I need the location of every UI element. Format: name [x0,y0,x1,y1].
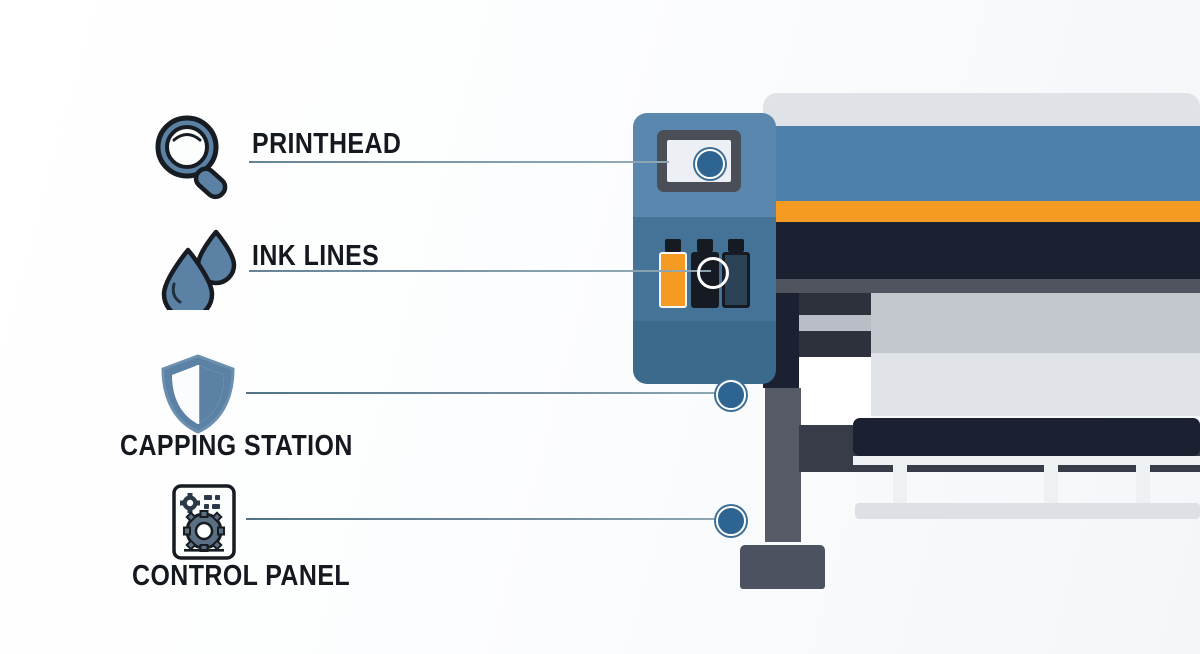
ink-bottle-body-orange [659,252,687,308]
rail-post-3 [1136,456,1150,504]
rail-top [853,456,1200,465]
printer-leg-lower [765,388,801,542]
callout-label-capping-station: CAPPING STATION [120,430,353,462]
rail-bottom [855,503,1200,519]
leader-line-ink-lines [249,270,711,272]
magnifier-icon [155,115,228,200]
connector-dot-capping-station[interactable] [716,380,746,410]
rail-post-2 [1044,456,1058,504]
printer-tower-bottom [633,321,776,384]
frame-block-2 [799,315,871,331]
callout-label-printhead: PRINTHEAD [252,128,402,160]
deck-band-gray-strip [763,279,1200,293]
deck-band-blue [763,126,1200,201]
printer-foot [740,545,825,589]
rail-post-1 [893,456,907,504]
leader-line-control-panel [246,518,718,520]
media-roll-upper [871,293,1200,353]
control-panel-icon [172,484,236,560]
callout-label-control-panel: CONTROL PANEL [132,560,351,592]
deck-band-light-gray [763,93,1200,126]
shield-icon [161,354,235,434]
frame-block-5 [799,357,871,425]
frame-block-4 [799,331,871,357]
ink-bottle-cap-orange [665,239,681,252]
connector-dot-printhead[interactable] [695,149,725,179]
media-roll-lower [871,353,1200,416]
connector-ring-ink-lines[interactable] [697,257,729,289]
water-drops-icon [161,229,237,310]
ink-bottle-cap-dark-outline [728,239,744,252]
callout-label-ink-lines: INK LINES [252,240,380,272]
deck-band-orange [763,201,1200,222]
frame-block-1 [799,293,871,315]
connector-dot-control-panel[interactable] [716,506,746,536]
leader-line-capping-station [246,392,718,394]
deck-band-dark-navy [763,222,1200,279]
leader-line-printhead [249,161,669,163]
ink-bottle-cap-dark-solid [697,239,713,252]
media-roller-bar [853,418,1200,456]
